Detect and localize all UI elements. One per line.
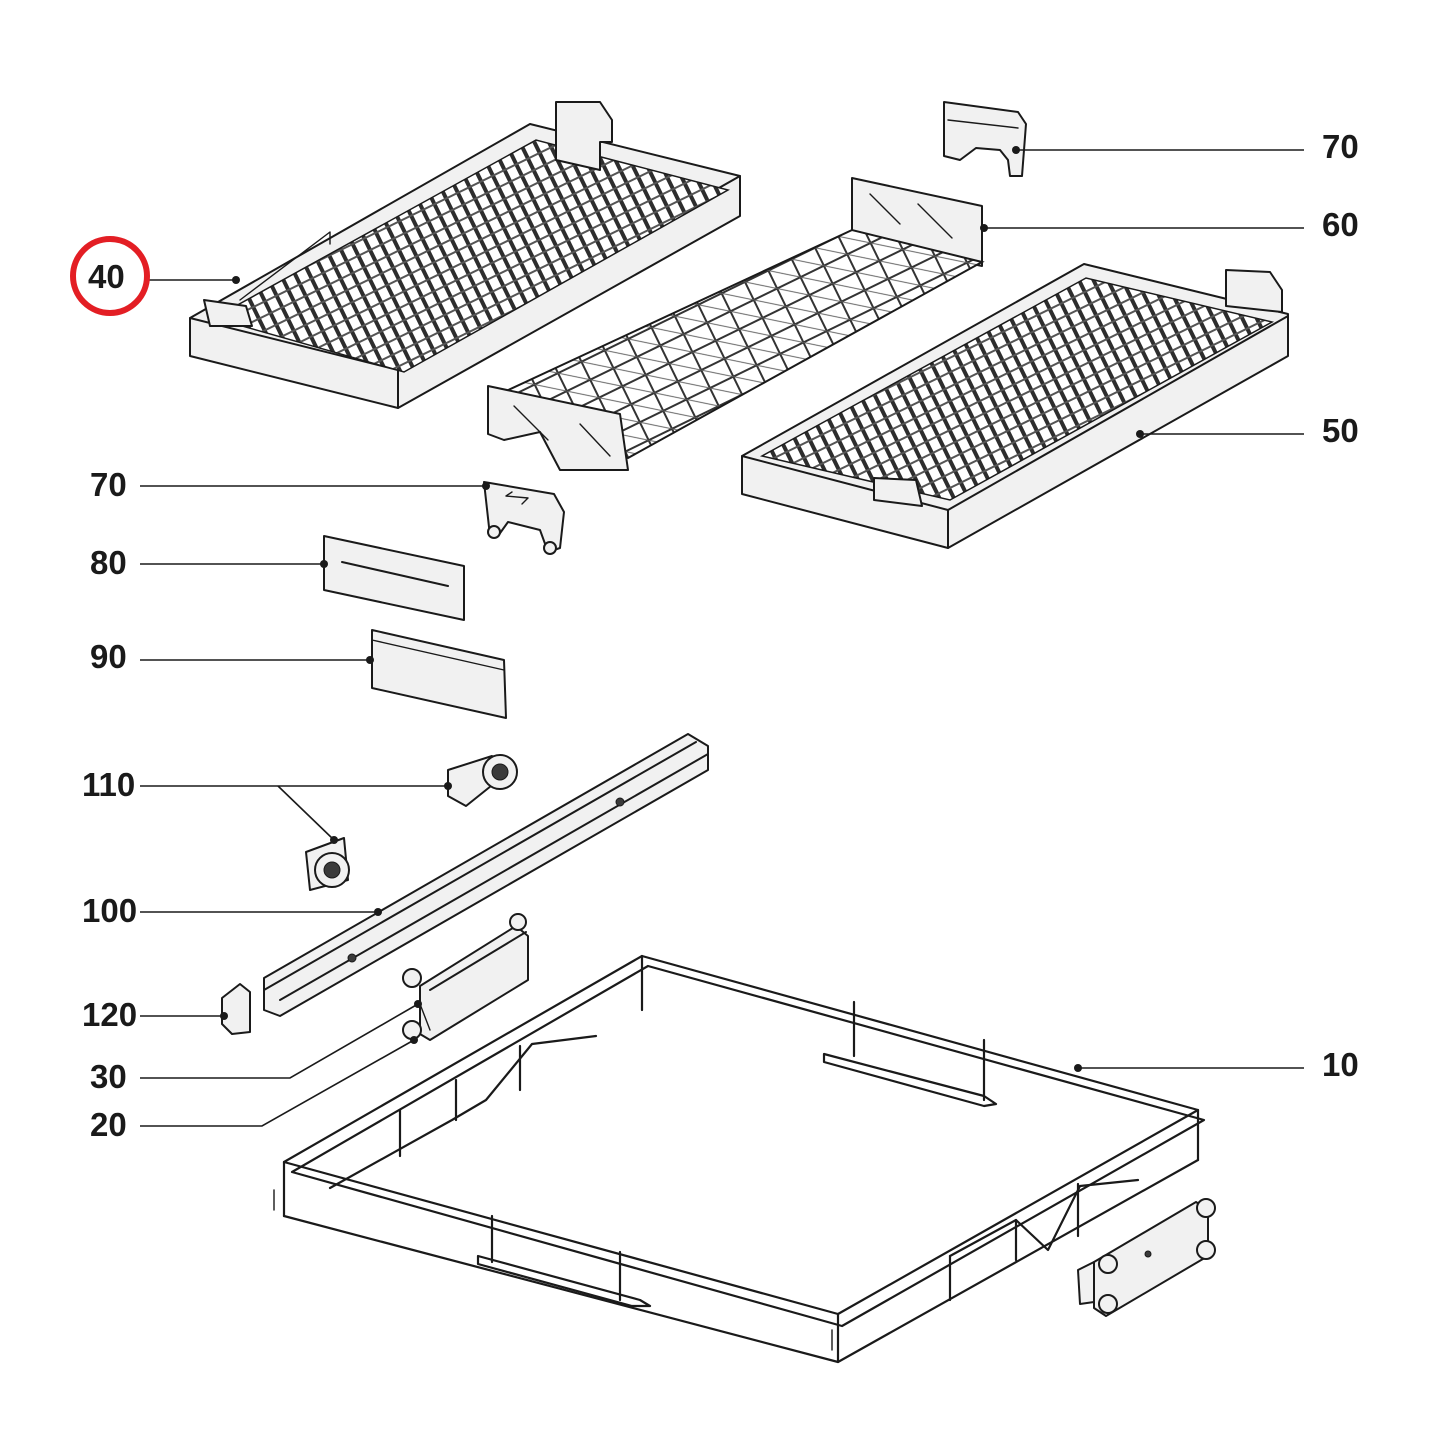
part-50-cutlery-tray[interactable] bbox=[741, 263, 1289, 549]
callout-40: 40 bbox=[88, 258, 125, 295]
leader-lines bbox=[140, 146, 1304, 1127]
part-110-wheel-upper[interactable] bbox=[447, 754, 518, 807]
part-80-slotted-plate[interactable] bbox=[323, 535, 465, 621]
callout-110: 110 bbox=[82, 766, 135, 803]
callout-100: 100 bbox=[82, 892, 137, 929]
callout-50: 50 bbox=[1322, 412, 1359, 449]
part-30-20-bracket[interactable] bbox=[402, 913, 529, 1041]
callout-20: 20 bbox=[90, 1106, 127, 1143]
callout-70-top: 70 bbox=[1322, 128, 1359, 165]
callout-120: 120 bbox=[82, 996, 137, 1033]
part-110-wheel-lower[interactable] bbox=[305, 837, 350, 891]
callout-60: 60 bbox=[1322, 206, 1359, 243]
callout-10: 10 bbox=[1322, 1046, 1359, 1083]
side-slide-assembly[interactable] bbox=[1077, 1198, 1216, 1317]
part-40-cutlery-tray[interactable] bbox=[189, 101, 741, 409]
part-70-clip-top[interactable] bbox=[943, 101, 1027, 177]
callout-70-left: 70 bbox=[90, 466, 127, 503]
part-120-stopper[interactable] bbox=[221, 983, 251, 1035]
callout-80: 80 bbox=[90, 544, 127, 581]
callout-30: 30 bbox=[90, 1058, 127, 1095]
callout-90: 90 bbox=[90, 638, 127, 675]
part-10-wire-basket[interactable] bbox=[273, 954, 1206, 1364]
part-60-middle-basket[interactable] bbox=[487, 177, 985, 471]
highlight-circle bbox=[70, 236, 150, 316]
part-100-rail[interactable] bbox=[263, 733, 709, 1017]
part-90-plate[interactable] bbox=[371, 629, 507, 719]
part-70-clip-left[interactable] bbox=[483, 481, 565, 555]
